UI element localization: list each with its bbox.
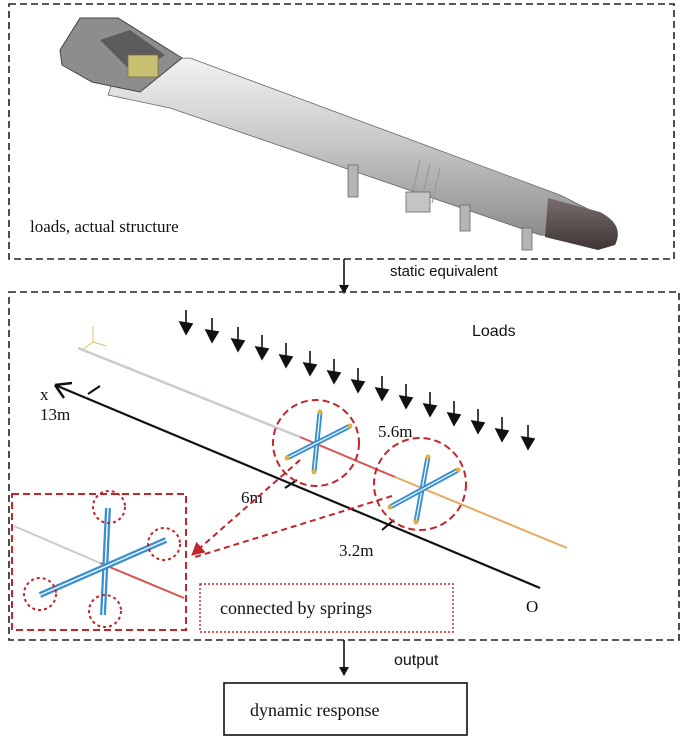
dim-5-6m-label: 5.6m <box>378 422 412 441</box>
springs-label-box <box>199 583 454 633</box>
result-box <box>223 682 468 736</box>
top-panel-border <box>8 3 675 260</box>
zoom-arrow-upper <box>191 459 301 556</box>
load-arrow <box>302 351 318 377</box>
loads-label: Loads <box>472 323 516 340</box>
load-arrow <box>422 392 438 418</box>
load-arrow <box>178 310 194 336</box>
spring-marker <box>92 490 126 524</box>
load-arrow <box>254 335 270 361</box>
spring-detail-inset <box>11 490 187 631</box>
dim-3-2m-label: 3.2m <box>339 541 373 560</box>
origin-label: O <box>526 597 538 616</box>
structure-photo <box>59 17 618 251</box>
load-arrow <box>350 368 366 394</box>
top-caption: loads, actual structure <box>30 217 179 236</box>
spring-marker <box>23 577 57 611</box>
load-arrow <box>398 384 414 410</box>
output-label: output <box>394 652 439 669</box>
spring-marker <box>147 527 181 561</box>
load-arrow <box>374 376 390 402</box>
coordinate-triad <box>81 326 107 351</box>
spring-marker <box>88 594 122 628</box>
result-label: dynamic response <box>250 700 379 720</box>
spring-node-right <box>373 437 467 531</box>
load-arrow <box>520 425 536 451</box>
x-axis-arrowhead <box>53 381 73 399</box>
springs-label: connected by springs <box>220 598 372 618</box>
static-equivalent-label: static equivalent <box>390 263 498 280</box>
load-arrow <box>326 359 342 385</box>
load-arrow <box>230 327 246 353</box>
dim-13m-label: 13m <box>40 405 70 424</box>
axis-x-label: x <box>40 385 49 404</box>
load-arrow <box>446 401 462 427</box>
x-axis-line <box>54 383 541 590</box>
tick-13m <box>87 385 101 395</box>
load-arrows <box>178 310 536 451</box>
beam-grey-segment <box>77 346 301 439</box>
load-arrow <box>470 409 486 435</box>
spring-node-left <box>272 399 360 487</box>
load-arrow <box>204 318 220 344</box>
load-arrow <box>494 417 510 443</box>
zoom-arrow-lower <box>191 495 393 559</box>
dim-6m-label: 6m <box>241 488 263 507</box>
load-arrow <box>278 343 294 369</box>
